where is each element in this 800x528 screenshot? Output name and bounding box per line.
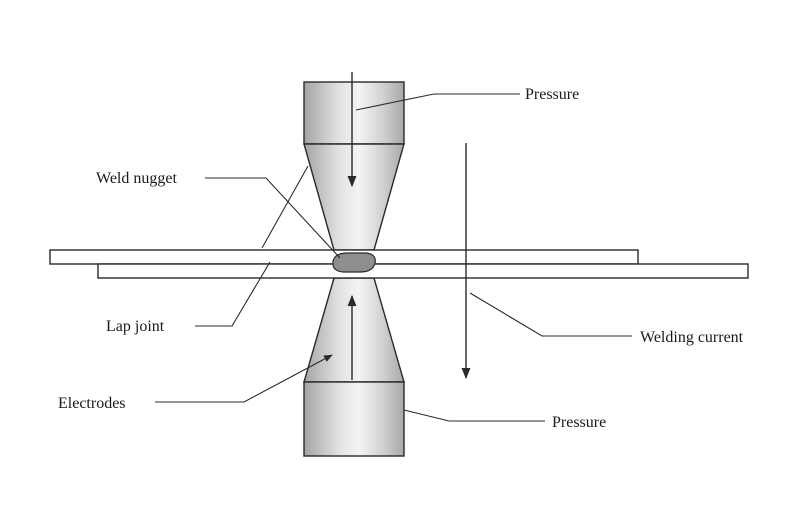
- bottom-electrode-body: [303, 381, 405, 457]
- electrodes-leader: [155, 354, 333, 403]
- lower-sheet: [97, 263, 749, 279]
- pressure-bottom-label: Pressure: [552, 414, 606, 431]
- weld-nugget-label: Weld nugget: [96, 170, 177, 187]
- bottom-electrode: [303, 277, 405, 457]
- electrodes-label: Electrodes: [58, 395, 126, 412]
- lap-joint-label: Lap joint: [106, 318, 165, 335]
- welding-current-leader: [469, 292, 632, 337]
- bottom-electrode-taper: [303, 277, 405, 383]
- weld-nugget-leader: [205, 177, 341, 259]
- pressure-top-leader: [355, 93, 520, 111]
- top-electrode: [303, 81, 405, 251]
- lap-joint-leader: [195, 261, 271, 327]
- pressure-bottom-leader: [403, 409, 545, 422]
- pressure-top-label: Pressure: [525, 86, 579, 103]
- weld-nugget-shape: [332, 252, 376, 273]
- top-electrode-body: [303, 81, 405, 145]
- weld-nugget-leader-upper: [261, 165, 309, 249]
- welding-current-label: Welding current: [640, 329, 744, 346]
- top-electrode-taper: [303, 143, 405, 251]
